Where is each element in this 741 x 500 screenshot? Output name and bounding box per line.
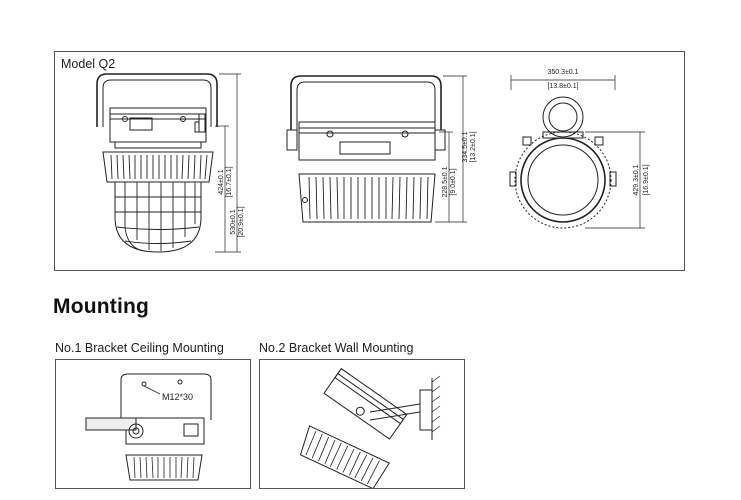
front-dim-inner-mm: 228.5±0.1 — [442, 166, 449, 197]
side-dim-outer-in: [20.9±0.1] — [238, 206, 245, 237]
front-dim-inner-in: [9.0±0.1] — [450, 168, 457, 195]
wall-mounting-figure — [259, 359, 465, 490]
bolt-label: M12*30 — [162, 392, 193, 402]
top-width-in: [13.8±0.1] — [547, 83, 578, 90]
dimension-drawing-panel: Model Q2 — [54, 51, 685, 271]
ceiling-mounting-caption: No.1 Bracket Ceiling Mounting — [55, 341, 224, 355]
front-dim-outer-in: [13.2±0.1] — [470, 131, 477, 162]
side-view-drawing — [96, 73, 241, 253]
technical-drawings: 424±0.1 [16.7±0.1] 530±0.1 [20.9±0.1] 22… — [96, 69, 650, 253]
model-label: Model Q2 — [61, 57, 116, 71]
side-dim-outer-mm: 530±0.1 — [230, 209, 237, 234]
top-view-drawing — [509, 75, 645, 229]
front-view-drawing — [286, 75, 467, 223]
side-dim-inner-in: [16.7±0.1] — [226, 166, 233, 197]
ceiling-mounting-illustration: M12*30 — [85, 373, 212, 481]
wall-mounting-caption: No.2 Bracket Wall Mounting — [259, 341, 414, 355]
top-diameter-in: [16.9±0.1] — [643, 164, 650, 195]
ceiling-mounting-figure: M12*30 — [55, 359, 251, 489]
front-dim-outer-mm: 334.5±0.1 — [462, 131, 469, 162]
top-diameter-mm: 429.3±0.1 — [633, 164, 640, 195]
side-dim-inner-mm: 424±0.1 — [218, 169, 225, 194]
wall-mounting-illustration — [299, 367, 441, 490]
top-width-mm: 350.3±0.1 — [547, 69, 578, 76]
mounting-heading: Mounting — [53, 295, 150, 318]
